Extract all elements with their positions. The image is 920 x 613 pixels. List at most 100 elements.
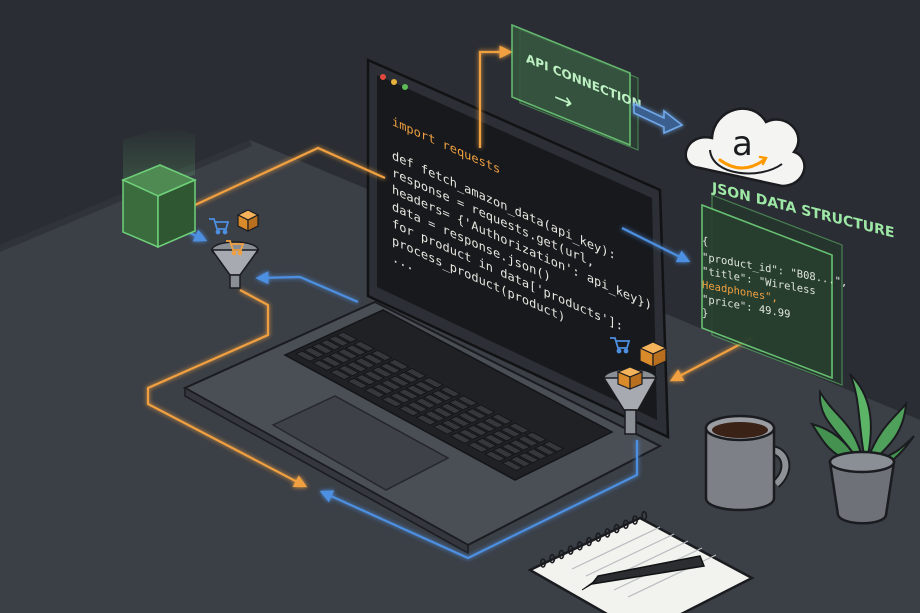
keyboard-key[interactable] — [457, 412, 480, 424]
keyboard-key[interactable] — [458, 428, 480, 440]
right-arrow-icon: → — [554, 84, 572, 117]
keyboard-key[interactable] — [490, 413, 513, 425]
keyboard-key[interactable] — [508, 439, 531, 451]
shopping-cart-icon — [226, 240, 245, 256]
keyboard-key[interactable] — [432, 423, 455, 435]
window-maximize-dot[interactable] — [402, 84, 408, 90]
keyboard-key[interactable] — [380, 379, 403, 391]
window-minimize-dot[interactable] — [391, 79, 397, 85]
keyboard-key[interactable] — [319, 339, 342, 351]
keyboard-key[interactable] — [508, 422, 530, 434]
keyboard-key[interactable] — [509, 456, 532, 468]
keyboard-key[interactable] — [534, 444, 557, 456]
keyboard-key[interactable] — [413, 381, 436, 393]
keyboard-key[interactable] — [397, 388, 420, 400]
keyboard-key[interactable] — [345, 344, 367, 356]
keyboard-key[interactable] — [423, 410, 446, 422]
keyboard-key[interactable] — [422, 393, 445, 405]
keyboard-key[interactable] — [525, 431, 548, 443]
laptop-base-front — [184, 386, 469, 555]
keyboard-key[interactable] — [354, 357, 376, 369]
keyboard-key[interactable] — [398, 405, 421, 417]
keyboard-key[interactable] — [517, 435, 539, 447]
keyboard-key[interactable] — [345, 361, 368, 373]
keyboard-key[interactable] — [327, 335, 350, 347]
window-close-dot[interactable] — [380, 74, 386, 80]
keyboard-key[interactable] — [381, 396, 403, 408]
json-line: { — [702, 235, 708, 248]
keyboard-key[interactable] — [388, 375, 411, 387]
keyboard-key[interactable] — [431, 390, 453, 402]
keyboard-key[interactable] — [492, 447, 515, 459]
keyboard-key[interactable] — [379, 362, 402, 374]
keyboard-key[interactable] — [431, 406, 454, 418]
keyboard-keys — [295, 331, 565, 471]
pen — [581, 555, 706, 591]
keyboard-key[interactable] — [415, 414, 438, 426]
keyboard-key[interactable] — [526, 448, 548, 460]
keyboard-key[interactable] — [440, 419, 463, 431]
data-cube — [121, 125, 197, 249]
keyboard-key[interactable] — [406, 401, 429, 413]
keyboard-key[interactable] — [474, 421, 497, 433]
keyboard-key[interactable] — [337, 365, 360, 377]
keyboard-key[interactable] — [491, 430, 514, 442]
keyboard-key[interactable] — [312, 359, 335, 371]
keyboard-key[interactable] — [517, 452, 540, 464]
spiral-ring — [539, 558, 546, 568]
keyboard-key[interactable] — [362, 353, 385, 365]
note-line — [585, 533, 675, 577]
keyboard-key[interactable] — [336, 348, 359, 360]
keyboard-key[interactable] — [346, 378, 369, 390]
keyboard-key[interactable] — [354, 374, 377, 386]
keyboard-key[interactable] — [370, 349, 393, 361]
keyboard-key[interactable] — [448, 399, 471, 411]
keyboard-key[interactable] — [484, 450, 507, 462]
keyboard-key[interactable] — [329, 368, 352, 380]
keyboard-key[interactable] — [396, 371, 419, 383]
keyboard-key[interactable] — [387, 359, 410, 371]
keyboard-key[interactable] — [439, 386, 462, 398]
keyboard-key[interactable] — [499, 426, 522, 438]
amazon-cloud-icon: a — [684, 107, 806, 188]
json-line: } — [702, 307, 708, 320]
keyboard-key[interactable] — [456, 395, 479, 407]
api-connection-panel: API CONNECTION → — [511, 23, 642, 151]
keyboard-key[interactable] — [336, 331, 358, 343]
keyboard-key[interactable] — [467, 441, 489, 453]
keyboard-key[interactable] — [328, 352, 351, 364]
keyboard-key[interactable] — [363, 370, 385, 382]
keyboard-key[interactable] — [353, 340, 376, 352]
keyboard-key[interactable] — [405, 384, 428, 396]
keyboard-key[interactable] — [483, 434, 506, 446]
spiral-ring — [567, 545, 574, 555]
keyboard-key[interactable] — [372, 383, 394, 395]
keyboard-key[interactable] — [371, 366, 394, 378]
keyboard-key[interactable] — [542, 440, 565, 452]
keyboard-key[interactable] — [500, 443, 523, 455]
keyboard-key[interactable] — [404, 368, 427, 380]
keyboard-key[interactable] — [475, 437, 498, 449]
keyboard-key[interactable] — [422, 377, 444, 389]
keyboard-key[interactable] — [389, 392, 412, 404]
spiral-ring — [631, 515, 638, 525]
keyboard-key[interactable] — [295, 350, 317, 362]
keyboard-key[interactable] — [482, 417, 505, 429]
keyboard-key[interactable] — [440, 403, 462, 415]
keyboard-key[interactable] — [414, 397, 437, 409]
keyboard-key[interactable] — [449, 415, 471, 427]
notepad-spiral — [539, 510, 648, 568]
keyboard-key[interactable] — [501, 459, 524, 471]
keyboard-key[interactable] — [320, 356, 343, 368]
flow-line-orange — [194, 146, 386, 206]
keyboard-key[interactable] — [473, 404, 496, 416]
potted-plant — [809, 373, 915, 525]
keyboard-key[interactable] — [311, 343, 334, 355]
keyboard-key[interactable] — [303, 346, 326, 358]
trackpad[interactable] — [271, 395, 450, 491]
keyboard-key[interactable] — [449, 432, 472, 444]
keyboard-key[interactable] — [465, 408, 488, 420]
keyboard-key[interactable] — [363, 387, 386, 399]
keyboard-key[interactable] — [466, 425, 489, 437]
blue-arrow-icon — [633, 102, 684, 135]
